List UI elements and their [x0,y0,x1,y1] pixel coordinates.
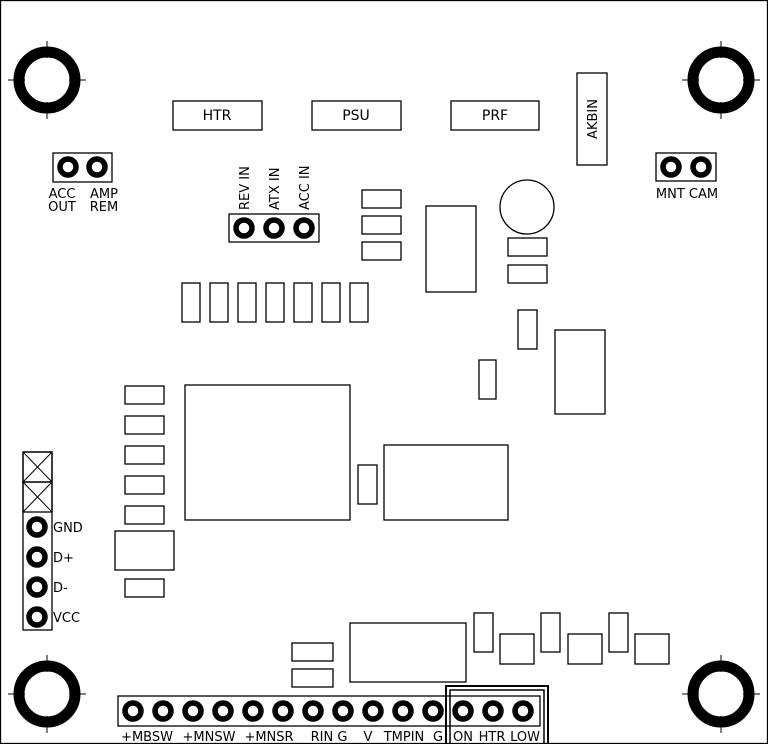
input-connector: REV IN ATX IN ACC IN [228,165,320,243]
out-label: OUT [48,200,76,215]
dminus-label: D- [53,581,68,596]
pad [660,156,682,178]
htr-label: HTR [203,108,232,124]
mbsw-label: +MBSW [121,730,173,744]
pad [263,217,285,239]
mnsr-label: +MNSR [244,730,293,744]
mounting-hole-bottom-right [682,655,760,733]
v-label: V [364,730,373,744]
g-label: G [433,730,443,744]
acc-amp-connector: ACC OUT AMP REM [48,152,118,215]
atx-in-label: ATX IN [268,168,283,210]
on-label: ON [453,730,473,744]
psu-label: PSU [342,108,370,124]
htr-box [172,100,263,131]
akbin-label: AKBIN [586,99,601,139]
mounting-holes [8,41,760,733]
usb-connector: GND D+ D- VCC [22,451,83,631]
low-label: LOW [510,730,540,744]
pad [26,606,48,628]
tmpin-label: TMPIN [383,730,425,744]
mnsw-label: +MNSW [183,730,236,744]
components [114,179,670,688]
prf-box [450,100,540,131]
pad [233,217,255,239]
top-label-boxes: HTR PSU PRF AKBIN [172,72,608,166]
dplus-label: D+ [53,551,74,566]
rem-label: REM [90,200,118,215]
akbin-box [576,72,608,166]
htr-pin-label: HTR [479,730,506,744]
mounting-hole-top-right [682,41,760,119]
psu-box [311,100,402,131]
prf-label: PRF [482,108,508,124]
mounting-hole-bottom-left [8,655,86,733]
bottom-header: +MBSW +MNSW +MNSR RIN G V TMPIN G ON HTR… [117,685,549,744]
pad [86,156,108,178]
mnt-cam-connector: MNT CAM [655,152,718,202]
pad [26,516,48,538]
amp-label: AMP [90,187,118,202]
header-pads [122,700,534,722]
vcc-label: VCC [53,611,80,626]
pad [293,217,315,239]
pad [57,156,79,178]
ring-label: RIN G [311,730,348,744]
pad [690,156,712,178]
acc-in-label: ACC IN [298,165,313,210]
mnt-cam-label: MNT CAM [656,187,718,202]
pad [26,576,48,598]
mounting-hole-top-left [8,41,86,119]
pad [26,546,48,568]
acc-label: ACC [49,187,76,202]
gnd-label: GND [53,521,83,536]
rev-in-label: REV IN [238,166,253,210]
